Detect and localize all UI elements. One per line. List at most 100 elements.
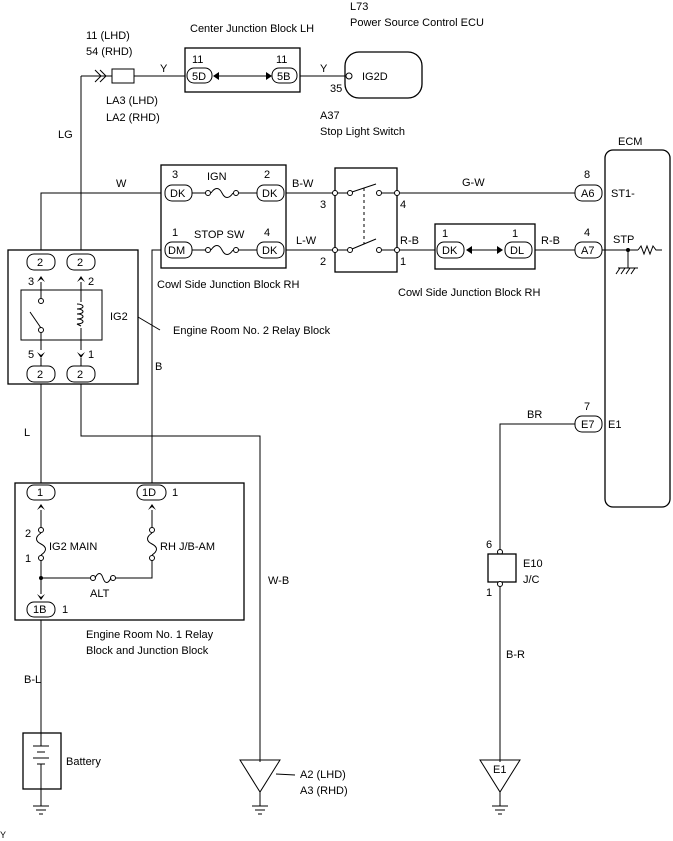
ecu-name: Power Source Control ECU (350, 17, 484, 29)
jc-box (487, 553, 517, 583)
relay-contact-bottom (38, 327, 44, 333)
battery-icon (33, 733, 49, 789)
wire-label-rb2: R-B (541, 235, 560, 247)
jc-name: J/C (523, 574, 540, 586)
cjb2-conn-right (504, 241, 533, 259)
chevron-up-icon (148, 504, 156, 510)
ecu-terminal-dot (345, 72, 353, 80)
ground-a2: W-B A2 (LHD) A3 (RHD) (239, 575, 348, 815)
ecm-stp-label: STP (613, 234, 634, 246)
stop-pin-left: 1 (172, 227, 178, 239)
relay-block-1-title-1: Engine Room No. 1 Relay (86, 629, 214, 641)
wire-label-bw: B-W (292, 178, 314, 190)
ground-a2-leader (275, 773, 296, 776)
label-la3: LA3 (LHD) (106, 95, 158, 107)
la-connector: 11 (LHD) 54 (RHD) LA3 (LHD) LA2 (RHD) Y … (58, 30, 168, 141)
switch-box (334, 167, 398, 273)
rhjb-label: RH J/B-AM (160, 541, 215, 553)
rhjb-end-top (149, 527, 155, 533)
cjb2-conn-left-label: DK (442, 245, 458, 257)
ig2main-label: IG2 MAIN (49, 541, 97, 553)
ground-icon (33, 805, 49, 815)
wire-label-br2: B-R (506, 649, 525, 661)
chevron-down-icon (77, 352, 85, 358)
ground-icon (252, 805, 268, 815)
cowl-jb-rh-fuses: 3 2 IGN DK DK 1 4 STOP SW DM DK Cowl Sid… (157, 164, 300, 291)
ign-conn-right-label: DK (262, 188, 278, 200)
ecm-e1-label: E1 (608, 419, 621, 431)
ground-icon (615, 250, 638, 275)
label-la2: LA2 (RHD) (106, 112, 160, 124)
relay-bottom-leads (40, 358, 82, 366)
stop-conn-right-label: DK (262, 245, 278, 257)
relay-block-1: 1 1D 1 2 1 IG2 MAIN RH J/B-AM ALT 1B 1 E… (14, 482, 245, 657)
wire-br (499, 423, 575, 552)
switch-contact-d (376, 247, 382, 253)
r1-pin-1d: 1 (172, 487, 178, 499)
cjb-conn-5b (271, 67, 298, 84)
wire-label-b: B (155, 361, 162, 373)
chevron-down-icon (37, 594, 45, 600)
relay2-conn-top-left (26, 253, 56, 271)
switch-term-2 (332, 247, 338, 253)
ground-triangle-icon (479, 759, 521, 793)
relay-pin-3: 3 (28, 276, 34, 288)
ig2-main-fuse-icon (36, 532, 46, 556)
relay-pin-5: 5 (28, 349, 34, 361)
relay2-conn-top-right (66, 253, 96, 271)
r1-conn-1d-label: 1D (142, 487, 156, 499)
battery-label: Battery (66, 756, 101, 768)
ign-fuse-icon (210, 188, 234, 198)
r1-conn-1-label: 1 (37, 487, 43, 499)
chevron-down-icon (37, 352, 45, 358)
ign-pin-right: 2 (264, 169, 270, 181)
wire-label-rb1: R-B (400, 235, 419, 247)
wire-label-gw: G-W (462, 177, 485, 189)
r1-conn-1d (136, 484, 167, 501)
junction-connector: 6 1 E10 J/C B-R E1 (479, 539, 543, 815)
sw-pin-3: 3 (320, 199, 326, 211)
relay2-bot-right-label: 2 (77, 369, 83, 381)
relay2-top-left-label: 2 (37, 257, 43, 269)
alt-label: ALT (90, 588, 110, 600)
ecm-conn-e7 (574, 415, 603, 433)
stop-fuse-end-r (233, 247, 239, 253)
jc-pin-6: 6 (486, 539, 492, 551)
ign-fuse-label: IGN (207, 171, 227, 183)
relay-leads (40, 282, 82, 350)
ecm-title: ECM (618, 136, 642, 148)
sw-pin-2: 2 (320, 256, 326, 268)
switch-term-3 (332, 190, 338, 196)
sw-pin-4: 4 (400, 199, 406, 211)
stop-light-switch: A37 Stop Light Switch 3 4 2 1 (320, 110, 406, 273)
ground-a2-label: A2 (LHD) (300, 769, 346, 781)
battery: B-L Battery (22, 674, 101, 815)
stop-pin-right: 4 (264, 227, 270, 239)
ig2main-pin-2: 2 (25, 528, 31, 540)
ecu-pin: 35 (330, 83, 342, 95)
ecm: ECM 8 A6 ST1- 4 A7 STP 7 E7 E1 (574, 136, 671, 508)
la-connector-body (111, 68, 135, 84)
ecm-pin-7: 7 (584, 401, 590, 413)
switch-term-4 (394, 190, 400, 196)
cjb2-conn-left (436, 241, 465, 259)
wire-label-y1: Y (160, 63, 168, 75)
cowl-jb-title-2: Cowl Side Junction Block RH (398, 287, 541, 299)
relay-name: IG2 (110, 311, 128, 323)
jc-term-1 (497, 581, 503, 587)
relay2-top-right-label: 2 (77, 257, 83, 269)
r1-conn-1b (26, 601, 56, 618)
ecm-conn-a6-label: A6 (581, 188, 594, 200)
alt-fuse-icon (94, 573, 112, 583)
ign-conn-left-label: DK (170, 188, 186, 200)
ecm-conn-a6 (574, 184, 603, 202)
pin-top-lhd: 11 (LHD) (86, 30, 130, 42)
wire-label-bl: B-L (24, 674, 41, 686)
wire-label-wb: W-B (268, 575, 289, 587)
ground-e1-label: E1 (493, 764, 506, 776)
jc-pin-1: 1 (486, 587, 492, 599)
ground-icon (492, 805, 508, 815)
cjb2-conn-right-label: DL (510, 245, 524, 257)
arrow-left-icon (466, 246, 472, 254)
